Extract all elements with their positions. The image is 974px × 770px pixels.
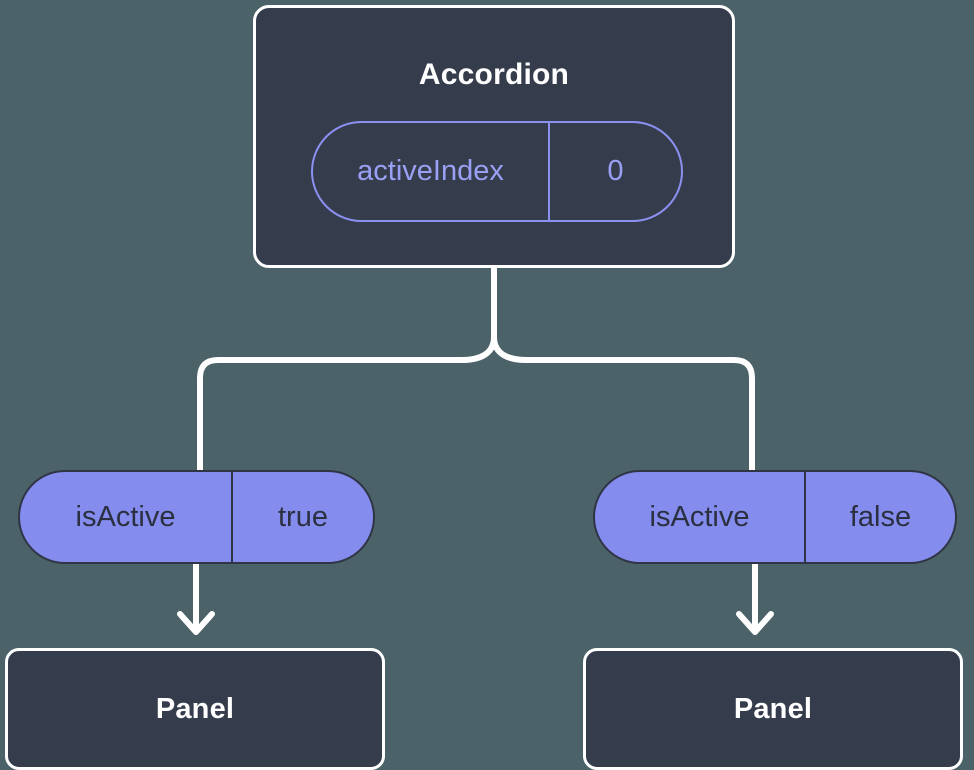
accordion-component-node[interactable]: Accordion activeIndex 0 <box>253 5 735 268</box>
panel-node-left[interactable]: Panel <box>5 648 385 770</box>
prop-pill-isactive-true[interactable]: isActive true <box>18 470 375 564</box>
prop-pill-isactive-false[interactable]: isActive false <box>593 470 957 564</box>
prop-pill-value: false <box>849 500 912 533</box>
prop-pill-value: true <box>278 500 328 533</box>
prop-pill-key: isActive <box>595 472 806 562</box>
arrow-head-left <box>177 611 215 635</box>
state-pill-activeindex[interactable]: activeIndex 0 <box>311 121 683 222</box>
arrow-head-right <box>736 611 774 635</box>
accordion-title: Accordion <box>418 58 570 91</box>
panel-label: Panel <box>733 692 813 725</box>
prop-pill-key: isActive <box>20 472 233 562</box>
state-pill-key: activeIndex <box>313 123 550 220</box>
panel-label: Panel <box>155 692 235 725</box>
panel-node-right[interactable]: Panel <box>583 648 963 770</box>
connector-branch-right <box>491 334 755 473</box>
connector-branch-left <box>197 334 497 473</box>
state-pill-value: 0 <box>607 155 624 187</box>
